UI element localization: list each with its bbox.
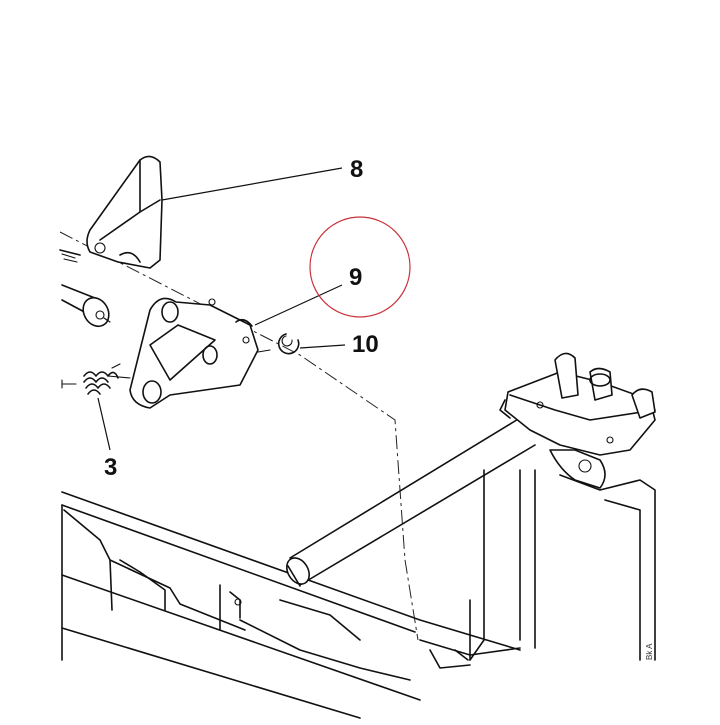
callout-10: 10 [352, 331, 379, 358]
diagonal-tube [285, 417, 536, 587]
callout-8: 8 [350, 156, 363, 183]
part-8-pedal-lever [59, 155, 163, 269]
pivot-shaft [61, 284, 111, 328]
frame-structure [61, 469, 656, 719]
part-10-circlip [277, 333, 300, 355]
leader-lines [97, 167, 346, 451]
part-9-triangular-lever [129, 297, 271, 409]
corner-reference: Bk A [645, 643, 654, 660]
part-3-return-spring [61, 363, 131, 395]
callout-9: 9 [349, 264, 362, 291]
mounting-bracket-right [499, 352, 656, 489]
highlight-circle [309, 216, 411, 318]
callout-3: 3 [104, 454, 117, 481]
assembly-axis [59, 231, 419, 641]
